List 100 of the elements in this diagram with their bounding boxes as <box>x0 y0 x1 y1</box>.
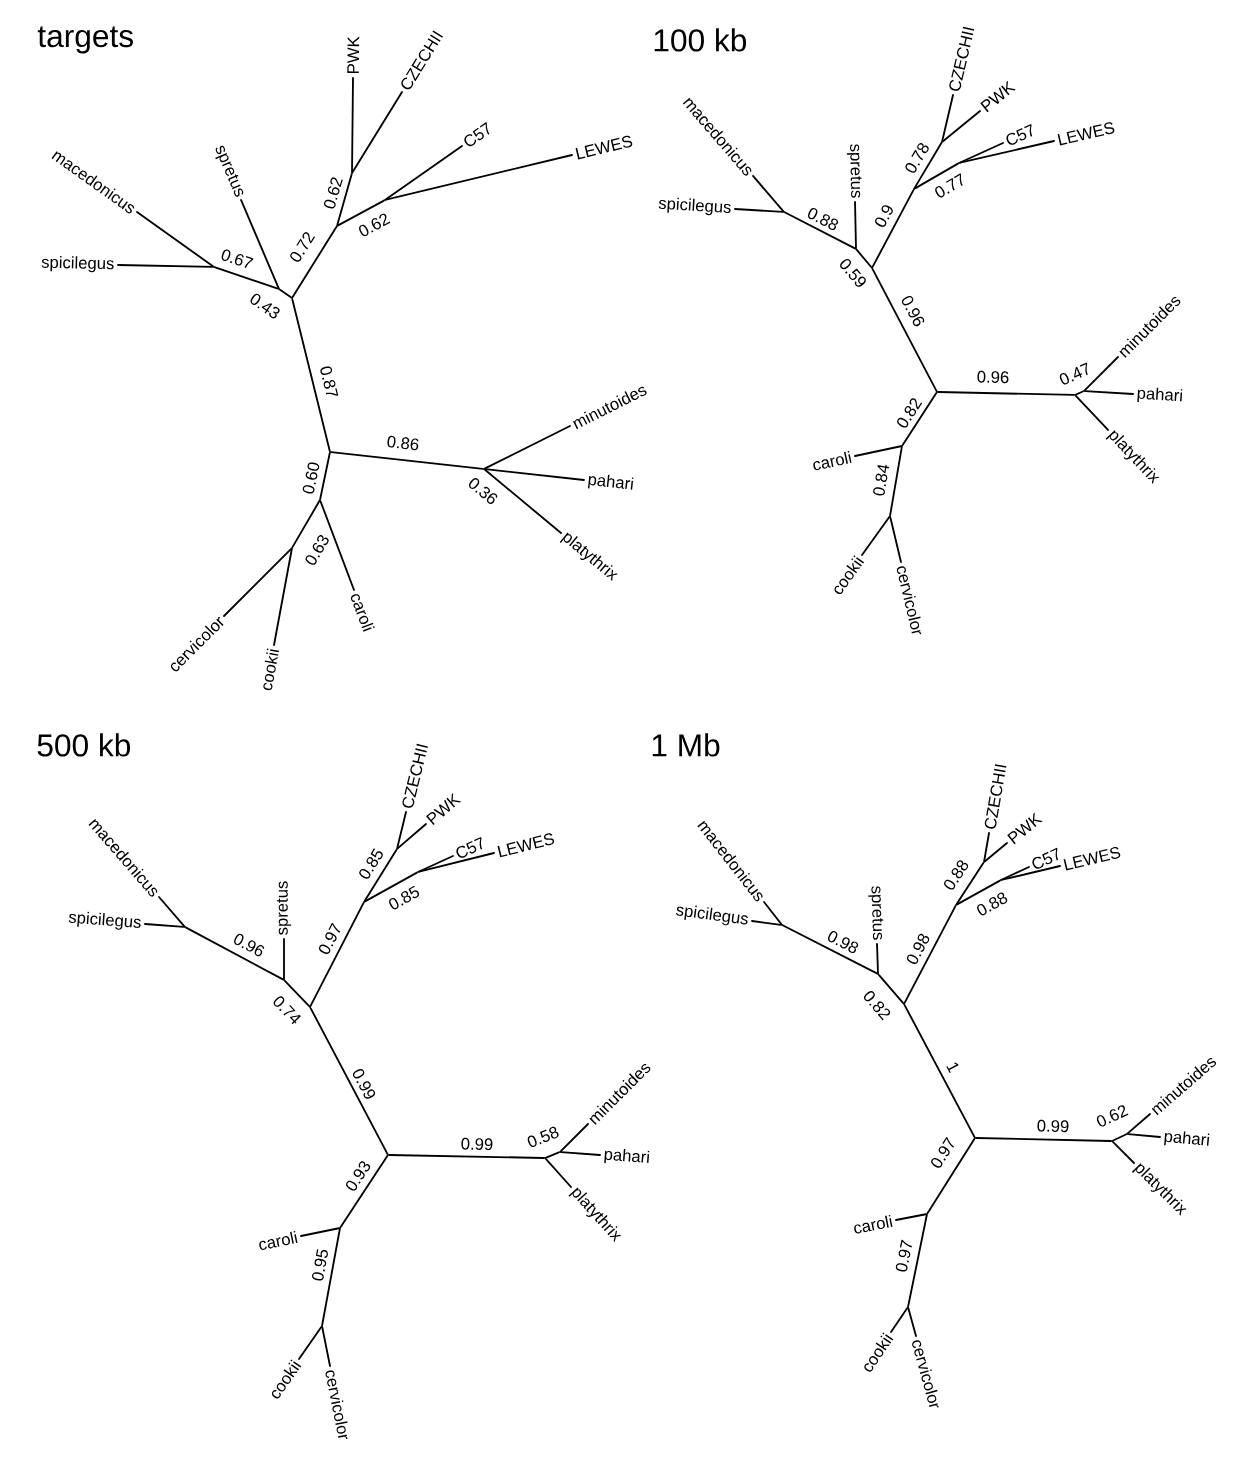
tree-branch <box>889 446 903 516</box>
tree-branch <box>484 468 562 534</box>
tree-branch <box>1127 1133 1161 1138</box>
tree-branch <box>889 516 902 563</box>
species-label: CZECHII <box>949 26 975 91</box>
tree-branch <box>319 500 355 591</box>
tree-branch <box>752 175 785 212</box>
support-value: 1 <box>944 1059 962 1075</box>
support-value: 0.86 <box>385 434 421 452</box>
tree-branch <box>300 1227 340 1237</box>
tree-branch <box>291 500 321 548</box>
support-value: 0.67 <box>218 247 256 271</box>
tree-branch <box>942 110 981 143</box>
tree-branch <box>321 1228 341 1326</box>
tree-branch <box>321 1326 331 1367</box>
tree-branch <box>273 548 293 646</box>
species-label: spicilegus <box>68 911 141 930</box>
support-value: 0.88 <box>973 889 1011 919</box>
tree-branch <box>544 1158 572 1188</box>
tree-branch <box>1127 1113 1151 1135</box>
tree-branch <box>418 855 454 873</box>
species-label: caroli <box>854 1214 893 1234</box>
tree-branch <box>1112 1140 1135 1164</box>
species-label: C57 <box>456 836 483 858</box>
tree-branch <box>959 140 1055 164</box>
species-label: pahari <box>604 1149 650 1164</box>
species-label: spicilegus <box>658 197 731 216</box>
tree-branch <box>351 77 354 173</box>
species-label: LEWES <box>497 833 555 858</box>
support-value: 0.96 <box>975 369 1011 385</box>
tree-branch <box>185 926 284 981</box>
support-value: 0.87 <box>318 363 340 401</box>
support-value: 0.36 <box>465 474 501 508</box>
support-value: 0.85 <box>385 883 423 913</box>
tree-branch <box>1084 390 1134 395</box>
support-value: 0.98 <box>904 930 932 968</box>
tree-branch <box>854 201 857 249</box>
tree-branch <box>941 94 954 142</box>
species-label: LEWES <box>575 135 633 160</box>
tree-branch <box>144 923 185 928</box>
species-label: caroli <box>813 451 852 471</box>
tree-branch <box>983 832 990 862</box>
support-value: 0.74 <box>270 993 304 1027</box>
tree-branch <box>1112 1133 1127 1142</box>
species-label: CZECHII <box>402 743 428 808</box>
support-value: 0.60 <box>300 459 322 497</box>
species-label: C57 <box>464 122 490 147</box>
support-value: 0.99 <box>459 1136 495 1152</box>
tree-branch <box>418 852 495 873</box>
tree-branch <box>907 1214 928 1307</box>
tree-branch <box>861 516 891 556</box>
tree-branch <box>136 211 214 268</box>
tree-branch <box>283 979 311 1007</box>
tree-branch <box>560 1151 601 1156</box>
tree-branch <box>937 391 1075 396</box>
support-value: 0.62 <box>321 174 345 212</box>
tree-branch <box>1075 390 1084 396</box>
tree-branch <box>545 1151 560 1159</box>
tree-branch <box>751 920 782 926</box>
tree-branch <box>1074 394 1109 431</box>
species-label: CZECHII <box>984 764 1007 829</box>
support-value: 0.98 <box>824 928 862 956</box>
tree-branch <box>903 905 957 1004</box>
tree-branch <box>559 1123 589 1153</box>
tree-branch <box>975 1137 1112 1142</box>
species-label: LEWES <box>1063 847 1121 871</box>
support-value: 0.88 <box>804 205 842 233</box>
tree-branch <box>484 425 571 470</box>
tree-branch <box>339 1155 389 1228</box>
tree-branch <box>117 264 214 268</box>
support-value: 0.97 <box>894 1237 914 1275</box>
tree-branch <box>955 862 985 905</box>
tree-branch <box>298 1326 323 1360</box>
tree-branch <box>907 1307 917 1337</box>
tree-branch <box>914 162 959 190</box>
support-value: 0.96 <box>899 292 927 330</box>
tree-branch <box>877 974 905 1004</box>
tree-branch <box>871 268 938 392</box>
species-label: spretus <box>276 881 292 935</box>
tree-branch <box>871 189 915 268</box>
species-label: pahari <box>1164 1131 1210 1146</box>
tree-branch <box>158 896 186 927</box>
tree-branch <box>913 142 943 189</box>
tree-branch <box>240 199 280 289</box>
support-value: 0.58 <box>524 1124 562 1150</box>
tree-branch <box>364 871 418 903</box>
tree-branch <box>855 249 873 268</box>
tree-branch <box>385 145 463 201</box>
species-label: cookii <box>263 648 279 691</box>
support-value: 0.62 <box>1093 1102 1131 1130</box>
species-label: spretus <box>846 144 862 198</box>
tree-branch <box>854 445 902 457</box>
support-value: 0.43 <box>247 290 283 322</box>
panel-title: 500 kb <box>37 733 131 757</box>
species-label: spicilegus <box>676 905 748 926</box>
species-label: cervicolor <box>912 1340 939 1408</box>
tree-branch <box>330 451 484 470</box>
tree-branch <box>279 288 292 299</box>
tree-branch <box>763 901 783 925</box>
support-value: 0.97 <box>316 920 344 958</box>
